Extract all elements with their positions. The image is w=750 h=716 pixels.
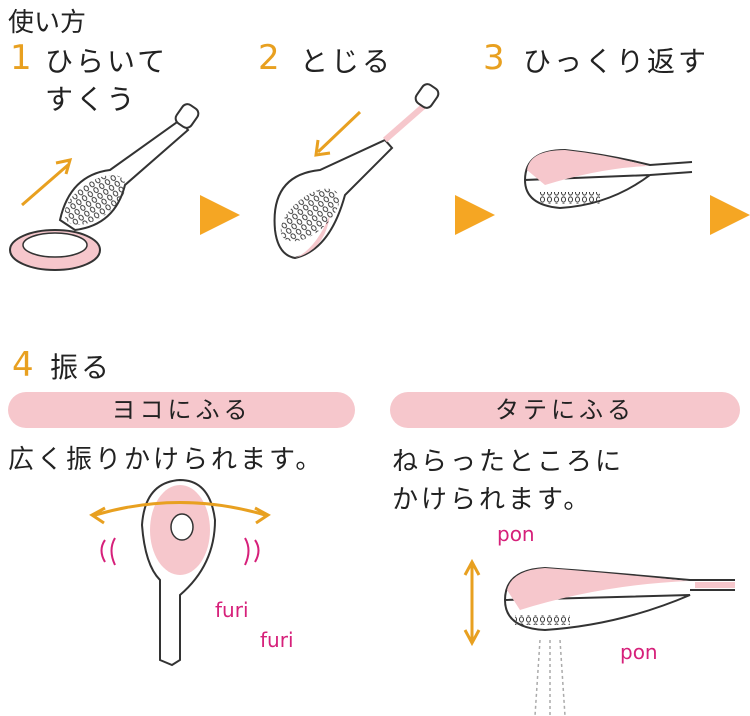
arrow-up-icon (21, 158, 73, 207)
step-3-number: 3 (483, 38, 505, 78)
horizontal-shake-pill: ヨコにふる (8, 392, 355, 428)
step-4-number: 4 (12, 345, 34, 385)
spoon-vertical-shake-illustration (503, 566, 735, 716)
vertical-shake-pill: タテにふる (390, 392, 740, 428)
vertical-description-line1: ねらったところに (392, 447, 625, 477)
spoon-flipped-illustration (523, 148, 693, 210)
next-arrow-icon (455, 195, 495, 235)
step-1-label-line2: すくう (45, 83, 138, 116)
double-arrow-horizontal-icon (89, 501, 271, 525)
next-arrow-icon (200, 195, 240, 235)
step-1-label-line1: ひらいて (45, 45, 169, 78)
shake-lines-icon (100, 537, 260, 566)
spoon-horizontal-shake-illustration (140, 478, 217, 667)
horizontal-description: 広く振りかけられます。 (8, 445, 325, 475)
step-3-label: ひっくり返す (523, 45, 710, 78)
page-title: 使い方 (8, 8, 87, 38)
spoon-open-illustration (9, 103, 200, 271)
arrow-down-icon (314, 110, 362, 157)
spoon-closed-illustration (273, 83, 440, 260)
sfx-pon-2: pon (620, 640, 658, 664)
step-1-number: 1 (10, 38, 32, 78)
step-4-label: 振る (50, 351, 113, 384)
vertical-description-line2: かけられます。 (392, 485, 593, 515)
sfx-furi-2: furi (260, 628, 294, 652)
step-2-label: とじる (300, 45, 394, 78)
step-2-number: 2 (258, 38, 280, 78)
next-arrow-icon (710, 195, 750, 235)
double-arrow-vertical-icon (463, 558, 481, 647)
sfx-furi-1: furi (215, 598, 249, 622)
sfx-pon-1: pon (497, 522, 535, 546)
